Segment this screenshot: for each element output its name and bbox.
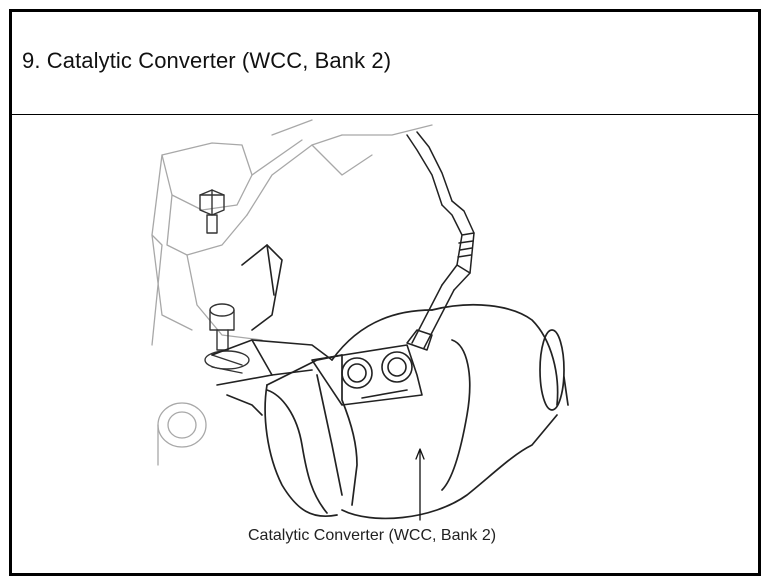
converter-body bbox=[264, 303, 569, 520]
diagram-frame: 9. Catalytic Converter (WCC, Bank 2) bbox=[9, 9, 761, 576]
exhaust-pipe bbox=[211, 244, 333, 416]
callout-leader bbox=[415, 448, 425, 521]
callout-label-catalytic-converter: Catalytic Converter (WCC, Bank 2) bbox=[248, 527, 497, 544]
exploded-view-illustration: Catalytic Converter (WCC, Bank 2) bbox=[12, 115, 758, 573]
flange-bolts bbox=[311, 344, 423, 406]
mounting-bolt bbox=[199, 189, 225, 234]
stud-nut bbox=[204, 303, 250, 374]
diagram-title: 9. Catalytic Converter (WCC, Bank 2) bbox=[22, 48, 392, 73]
oxygen-sensor bbox=[406, 131, 475, 351]
component-illustration bbox=[151, 119, 569, 521]
diagram-header: 9. Catalytic Converter (WCC, Bank 2) bbox=[12, 12, 758, 115]
